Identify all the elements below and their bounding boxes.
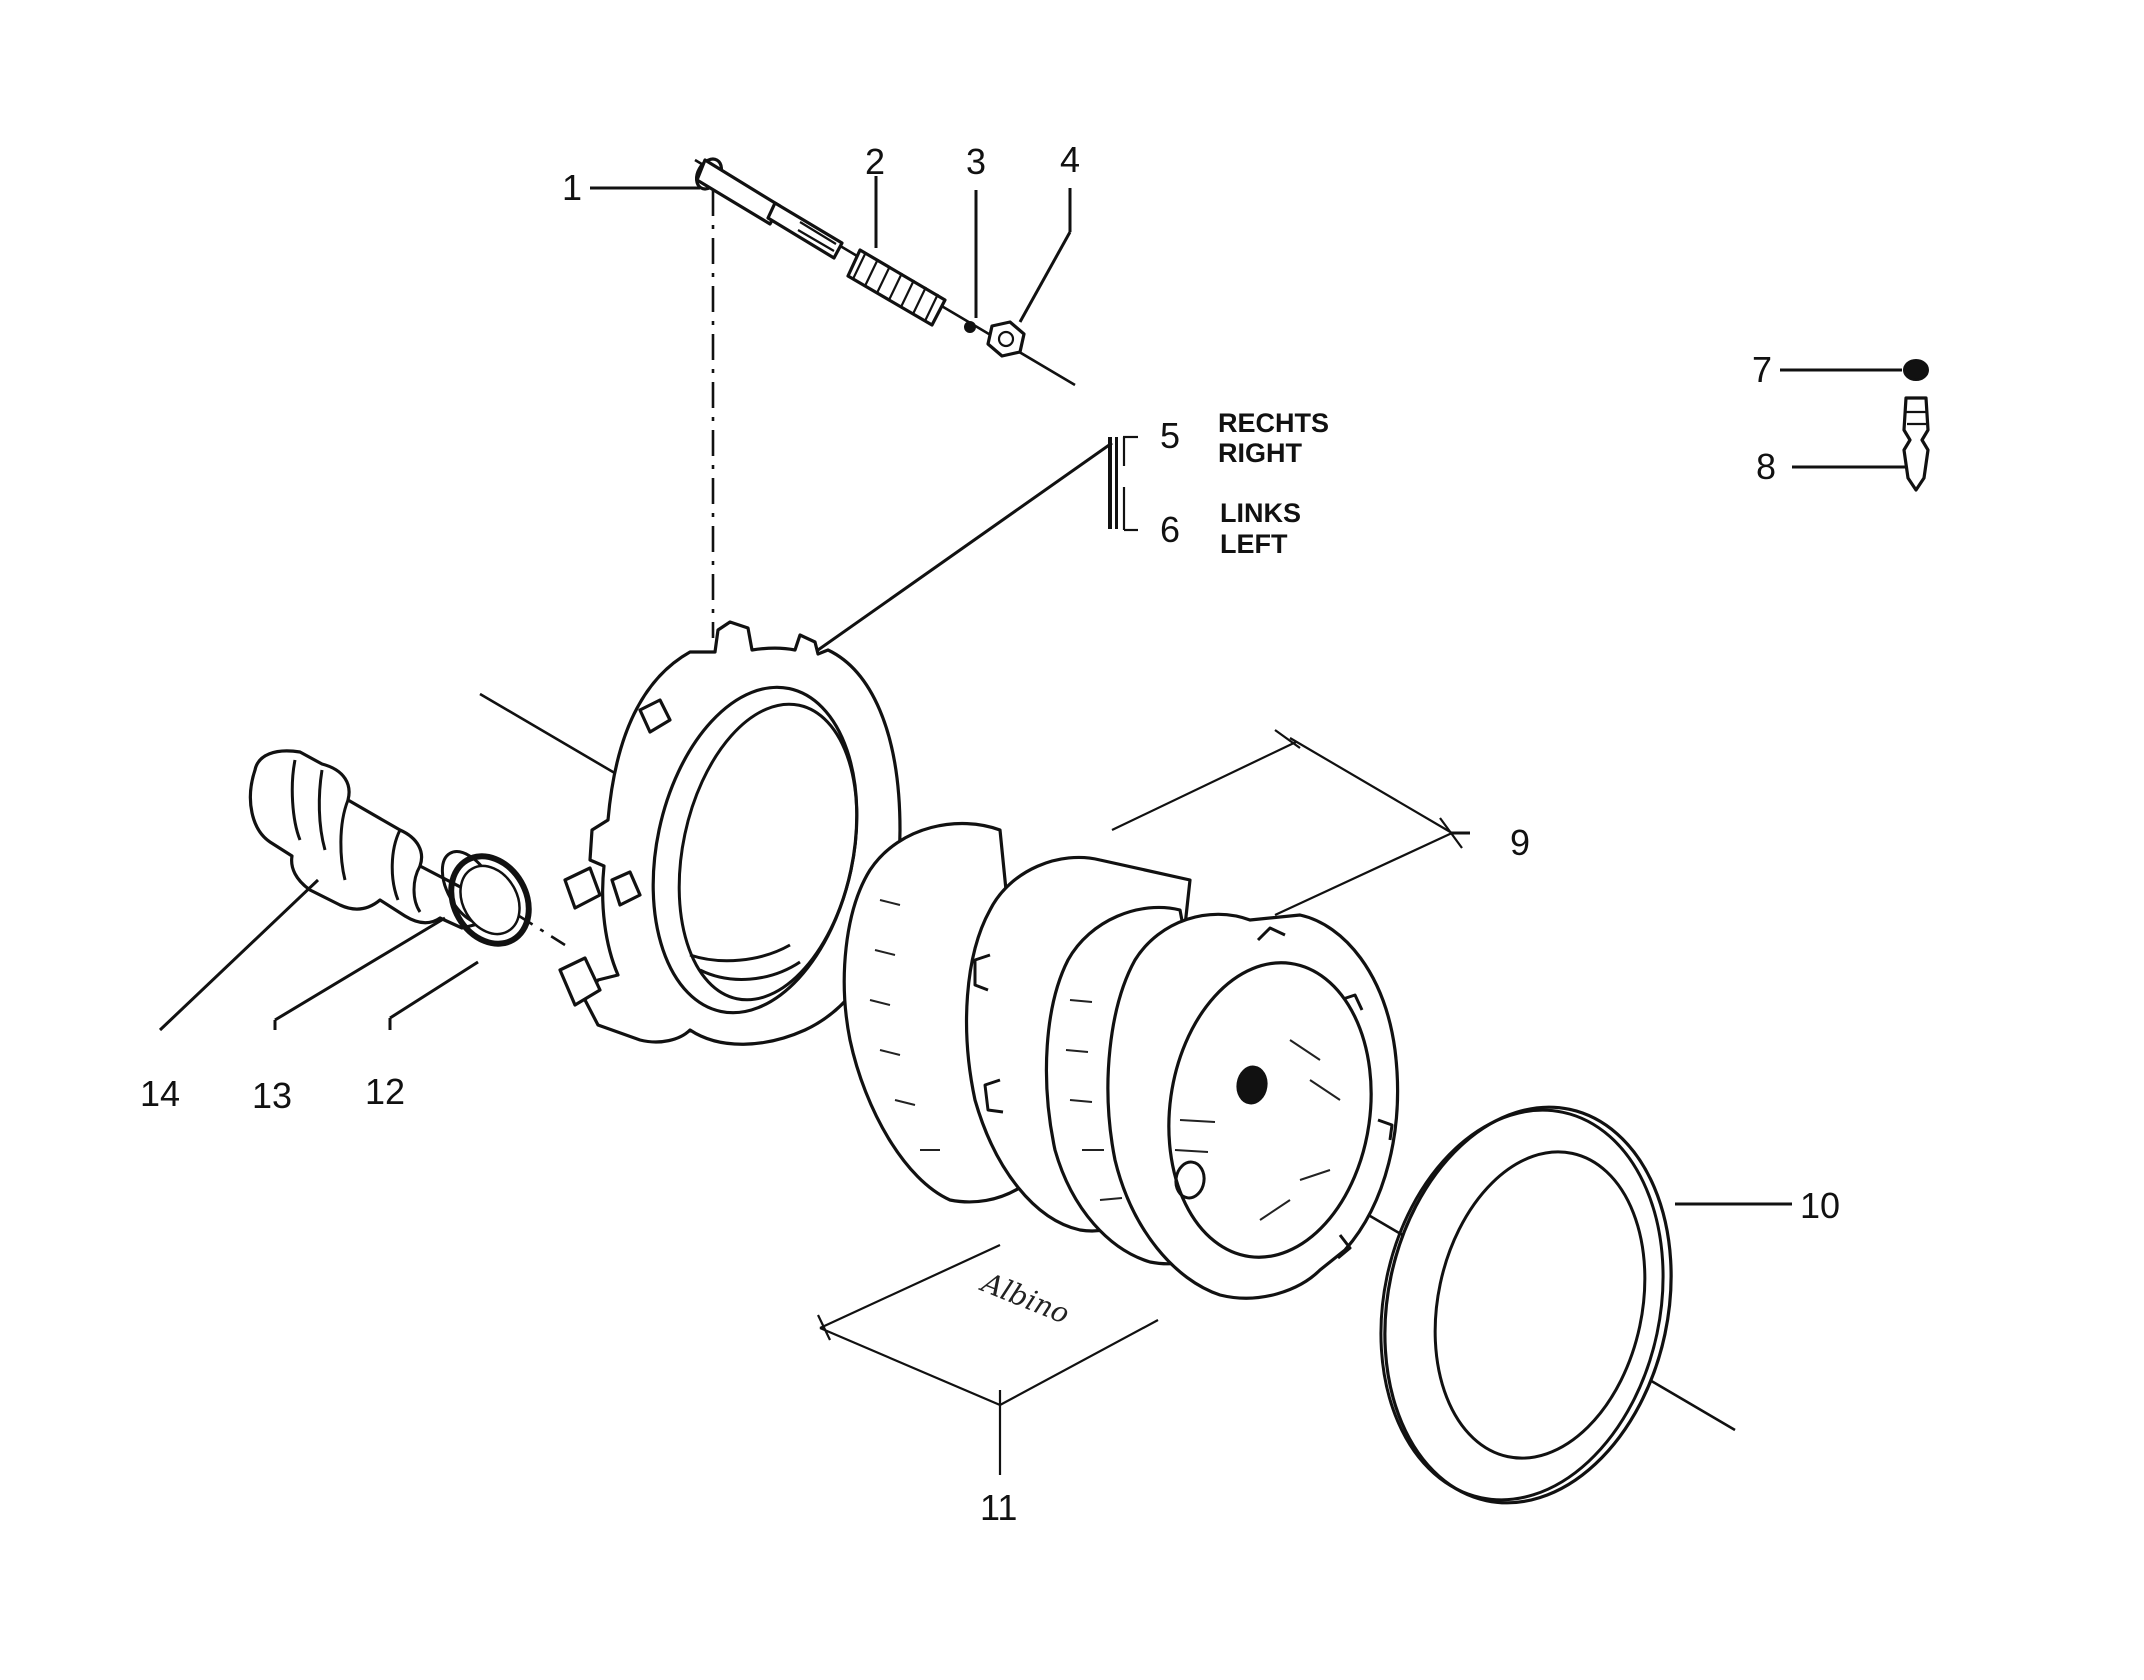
callout-labels: 1 2 3 4 5 6 7 8 9 10 11 12 13 14 bbox=[140, 139, 1840, 1528]
side-notes: RECHTS RIGHT LINKS LEFT bbox=[1218, 408, 1329, 559]
dimension-lines bbox=[817, 729, 1463, 1475]
callout-8: 8 bbox=[1756, 446, 1776, 487]
callout-3: 3 bbox=[966, 141, 986, 182]
leader-lines bbox=[158, 176, 1905, 1206]
thrust-washer bbox=[1379, 1105, 1673, 1505]
grease-nipple bbox=[1902, 359, 1930, 492]
callout-2: 2 bbox=[865, 141, 885, 182]
callout-4: 4 bbox=[1060, 139, 1080, 180]
bolt-assembly bbox=[694, 157, 1026, 358]
shaft bbox=[248, 749, 485, 930]
callout-7: 7 bbox=[1752, 349, 1772, 390]
shim-plates bbox=[1108, 435, 1138, 532]
callout-6: 6 bbox=[1160, 509, 1180, 550]
note-right-en: RIGHT bbox=[1218, 438, 1303, 468]
callout-10: 10 bbox=[1800, 1185, 1840, 1226]
callout-13: 13 bbox=[252, 1075, 292, 1116]
snap-rings bbox=[440, 850, 532, 947]
callout-12: 12 bbox=[365, 1071, 405, 1112]
callout-14: 14 bbox=[140, 1073, 180, 1114]
callout-11: 11 bbox=[980, 1487, 1017, 1528]
spring-coils bbox=[846, 248, 947, 327]
callout-9: 9 bbox=[1510, 822, 1530, 863]
note-left-de: LINKS bbox=[1220, 498, 1301, 528]
clutch-disc-pack bbox=[842, 821, 1400, 1300]
callout-5: 5 bbox=[1160, 415, 1180, 456]
callout-1: 1 bbox=[562, 167, 582, 208]
artist-signature: Albino bbox=[975, 1265, 1074, 1331]
note-right-de: RECHTS bbox=[1218, 408, 1329, 438]
pressure-plate bbox=[558, 620, 902, 1046]
note-left-en: LEFT bbox=[1220, 529, 1288, 559]
